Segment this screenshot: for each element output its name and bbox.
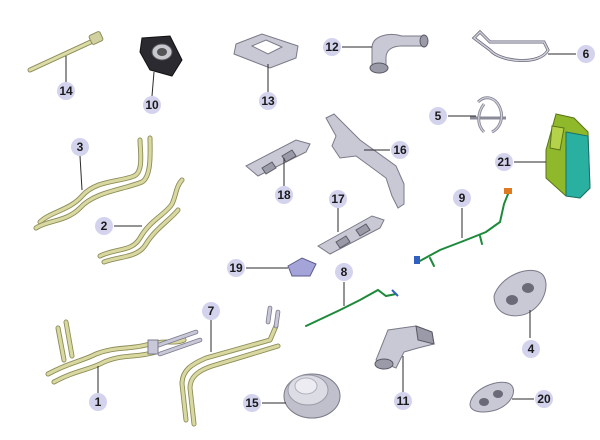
part-8-brake-line (305, 288, 399, 327)
svg-text:5: 5 (435, 109, 442, 123)
svg-text:20: 20 (537, 392, 551, 406)
part-13-gasket (233, 33, 299, 69)
callout-6: 6 (577, 45, 595, 63)
part-16-long-bracket (325, 113, 405, 209)
part-21-housing (545, 113, 591, 199)
part-20-oval-pad (469, 381, 514, 413)
callout-16: 16 (391, 141, 409, 159)
part-17-bracket (317, 215, 385, 255)
callout-9: 9 (453, 189, 471, 207)
svg-text:13: 13 (261, 94, 275, 108)
svg-text:9: 9 (459, 191, 466, 205)
part-9-wiring-harness (414, 188, 512, 267)
callout-19: 19 (227, 259, 245, 277)
svg-text:11: 11 (397, 394, 410, 408)
callout-3: 3 (71, 138, 89, 156)
part-19-pad (287, 257, 317, 277)
svg-text:1: 1 (95, 395, 102, 409)
part-1-pipe-assembly (45, 319, 203, 385)
part-12-elbow-pipe (369, 34, 429, 74)
callout-11: 11 (394, 392, 412, 410)
callout-7: 7 (202, 302, 220, 320)
callout-10: 10 (143, 96, 161, 114)
part-3-pipe (33, 135, 153, 231)
svg-text:17: 17 (331, 192, 345, 206)
svg-text:14: 14 (59, 84, 73, 98)
svg-text:3: 3 (77, 140, 84, 154)
svg-text:8: 8 (341, 265, 348, 279)
part-7-pipe-pair (179, 305, 281, 427)
svg-text:12: 12 (325, 40, 339, 54)
svg-text:21: 21 (497, 155, 511, 169)
part-14-bolt (27, 31, 104, 73)
part-18-bracket (245, 139, 311, 177)
part-6-strap-clamp (471, 29, 550, 63)
svg-text:15: 15 (245, 396, 259, 410)
svg-text:2: 2 (101, 219, 108, 233)
svg-text:19: 19 (229, 261, 243, 275)
callout-8: 8 (335, 263, 353, 281)
callout-20: 20 (535, 390, 553, 408)
callout-2: 2 (95, 217, 113, 235)
part-10-flange-mount (139, 35, 183, 77)
part-2-pipe (97, 177, 185, 265)
callout-1: 1 (89, 393, 107, 411)
svg-text:16: 16 (393, 143, 407, 157)
callout-15: 15 (243, 394, 261, 412)
callout-17: 17 (329, 190, 347, 208)
callout-5: 5 (429, 107, 447, 125)
callout-14: 14 (57, 82, 75, 100)
callout-18: 18 (275, 186, 293, 204)
callout-13: 13 (259, 92, 277, 110)
svg-text:6: 6 (583, 47, 590, 61)
part-4-oval-mount (493, 269, 547, 317)
part-15-round-cap (283, 373, 341, 419)
part-11-duct (374, 325, 435, 370)
part-5-double-clip (470, 96, 506, 134)
callout-21: 21 (495, 153, 513, 171)
callout-4: 4 (522, 340, 540, 358)
svg-text:10: 10 (145, 98, 159, 112)
svg-text:18: 18 (277, 188, 291, 202)
svg-text:7: 7 (208, 304, 215, 318)
svg-text:4: 4 (528, 342, 535, 356)
callout-12: 12 (323, 38, 341, 56)
